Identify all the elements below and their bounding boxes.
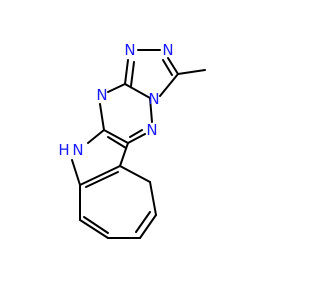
atom-label: N bbox=[162, 41, 173, 59]
bond bbox=[85, 171, 119, 188]
bond bbox=[135, 211, 151, 233]
bond bbox=[87, 129, 105, 144]
bond bbox=[177, 69, 206, 75]
bonds bbox=[71, 49, 206, 239]
bond bbox=[119, 142, 129, 167]
atom-label: H bbox=[58, 141, 69, 159]
bond bbox=[79, 219, 109, 239]
bond bbox=[167, 57, 179, 75]
bond bbox=[83, 216, 109, 234]
bond bbox=[139, 214, 157, 239]
bond bbox=[124, 83, 151, 99]
bond bbox=[149, 181, 157, 216]
bond bbox=[99, 103, 105, 131]
bond bbox=[79, 165, 121, 186]
bond bbox=[130, 61, 135, 87]
atom-label: N bbox=[124, 41, 135, 59]
bond bbox=[159, 73, 179, 97]
bond bbox=[71, 159, 81, 186]
bond bbox=[149, 97, 153, 123]
bond bbox=[162, 59, 173, 76]
structure-canvas: N N N N N N H bbox=[0, 0, 300, 300]
atom-label: N bbox=[72, 141, 83, 159]
atom-label: N bbox=[96, 86, 107, 104]
atom-labels: N N N N N N H bbox=[58, 41, 173, 159]
atom-label: N bbox=[148, 90, 159, 108]
bond bbox=[127, 133, 146, 144]
bond bbox=[124, 59, 129, 85]
bond bbox=[129, 129, 143, 138]
bond bbox=[107, 83, 126, 93]
background bbox=[0, 0, 300, 300]
molecule-diagram: N N N N N N H bbox=[0, 0, 300, 300]
atom-label: N bbox=[146, 121, 157, 139]
bond bbox=[119, 165, 151, 183]
bond bbox=[107, 136, 127, 149]
bond bbox=[103, 129, 129, 144]
